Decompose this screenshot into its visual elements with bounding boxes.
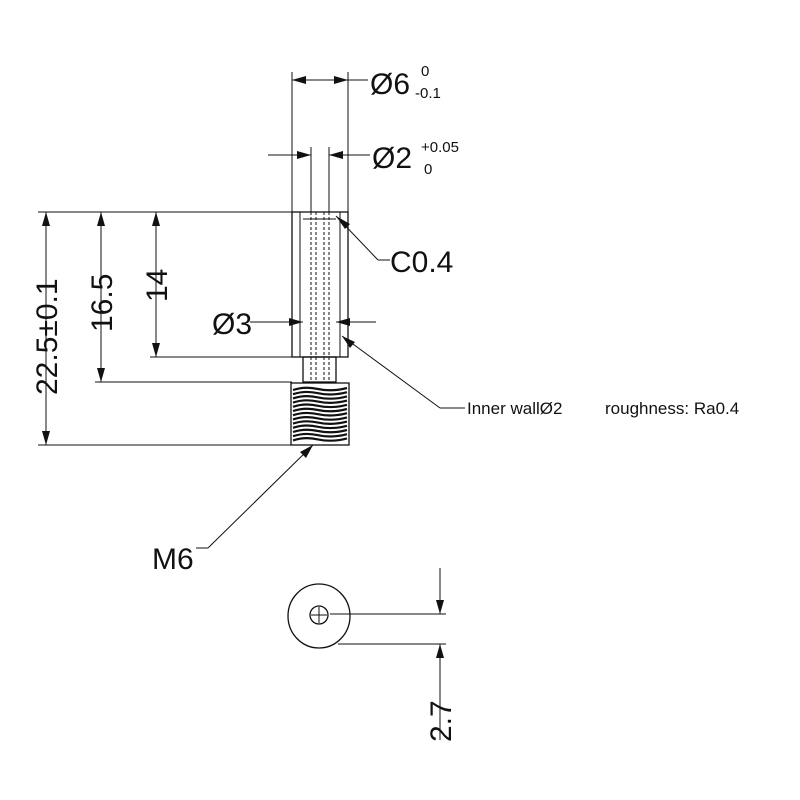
neck-diameter-label: Ø3: [212, 308, 252, 341]
total-length-label: 22.5±0.1: [31, 278, 64, 395]
thread-crest-line: [292, 386, 348, 392]
outer-diameter-tol-lower: -0.1: [415, 85, 441, 102]
length-dimensions: 22.5±0.1 16.5 14: [31, 211, 292, 446]
neck-diameter-dimension: Ø3: [212, 308, 376, 341]
thread-crest-line: [292, 395, 348, 400]
chamfer-callout: C0.4: [335, 215, 453, 279]
thread-section: [290, 382, 350, 446]
inner-diameter-label: Ø2: [372, 142, 412, 175]
roughness-note: roughness: Ra0.4: [605, 399, 739, 418]
end-view-outer-circle: [287, 583, 351, 649]
thread-crest-line: [292, 416, 348, 421]
inner-wall-note: Inner wallØ2: [467, 399, 562, 418]
nozzle-end-view: 2.7: [287, 568, 458, 742]
bore-length-label: 14: [141, 269, 174, 302]
thread-crest-line: [292, 437, 348, 442]
thread-crest-line: [292, 420, 348, 425]
inner-wall-callout: Inner wallØ2 roughness: Ra0.4: [341, 335, 739, 418]
thread-crest-line: [292, 390, 348, 396]
inner-diameter-tol-lower: 0: [424, 161, 432, 178]
thread-crest-line: [292, 432, 348, 438]
nozzle-side-view: [290, 211, 350, 446]
thread-crest-line: [292, 403, 348, 409]
neck-outline: [302, 356, 337, 383]
inner-diameter-dimension: Ø2 +0.05 0: [268, 139, 459, 212]
chamfer-label: C0.4: [390, 246, 453, 279]
thread-crest-line: [292, 407, 348, 413]
thread-crest-line: [292, 428, 348, 434]
outer-diameter-tol-upper: 0: [421, 63, 429, 80]
thread-crest-line: [292, 424, 348, 430]
outer-diameter-dimension: Ø6 0 -0.1: [291, 63, 441, 212]
end-offset-label: 2.7: [425, 700, 458, 742]
end-view-bore-circle: [309, 605, 329, 625]
thread-callout: M6: [152, 444, 314, 576]
outer-diameter-label: Ø6: [370, 68, 410, 101]
shank-length-label: 16.5: [86, 274, 119, 332]
inner-diameter-tol-upper: +0.05: [421, 139, 459, 156]
thread-crest-line: [292, 399, 348, 404]
thread-crest-line: [292, 411, 348, 417]
thread-label: M6: [152, 543, 194, 576]
